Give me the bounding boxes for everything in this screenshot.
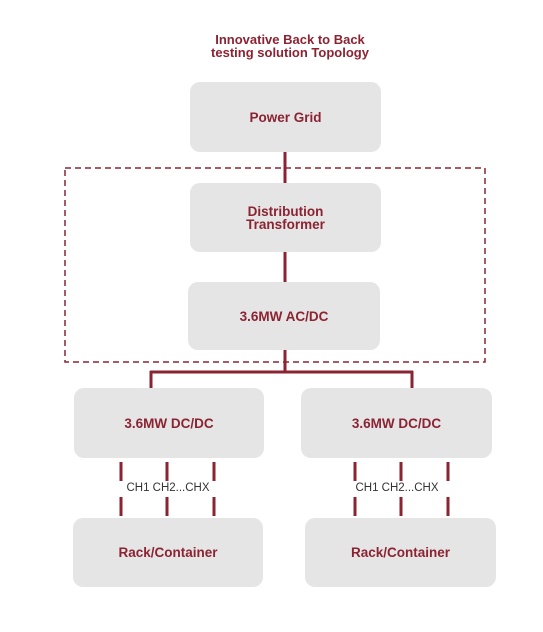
rack-container-left-label: Rack/Container <box>118 545 218 560</box>
rack-container-right-node: Rack/Container <box>305 518 496 587</box>
dc-dc-converter-right-label: 3.6MW DC/DC <box>351 415 442 431</box>
rack-container-right-label: Rack/Container <box>350 545 451 560</box>
distribution-transformer-label-line-2: Transformer <box>246 216 325 232</box>
rack-container-left-node: Rack/Container <box>73 518 263 587</box>
dc-dc-converter-left-label: 3.6MW DC/DC <box>124 415 214 431</box>
channel-label-right: CH1 CH2...CHX <box>355 482 439 494</box>
diagram-title-line-2: testing solution Topology <box>211 45 369 60</box>
power-grid-node: Power Grid <box>190 82 381 152</box>
ac-dc-converter-label: 3.6MW AC/DC <box>239 308 329 324</box>
dc-dc-converter-right-node: 3.6MW DC/DC <box>301 388 492 458</box>
ac-dc-converter-node: 3.6MW AC/DC <box>188 282 380 350</box>
dc-dc-converter-left-node: 3.6MW DC/DC <box>74 388 264 458</box>
channel-label-left: CH1 CH2...CHX <box>126 482 210 494</box>
distribution-transformer-label-line-1: Distribution <box>247 203 324 219</box>
power-grid-label: Power Grid <box>249 109 322 125</box>
diagram-title-line-1: Innovative Back to Back <box>215 32 365 47</box>
diagram-title: Innovative Back to Back testing solution… <box>150 33 430 59</box>
distribution-transformer-node: Distribution Transformer <box>190 183 381 252</box>
dashed-boundary <box>64 167 486 363</box>
